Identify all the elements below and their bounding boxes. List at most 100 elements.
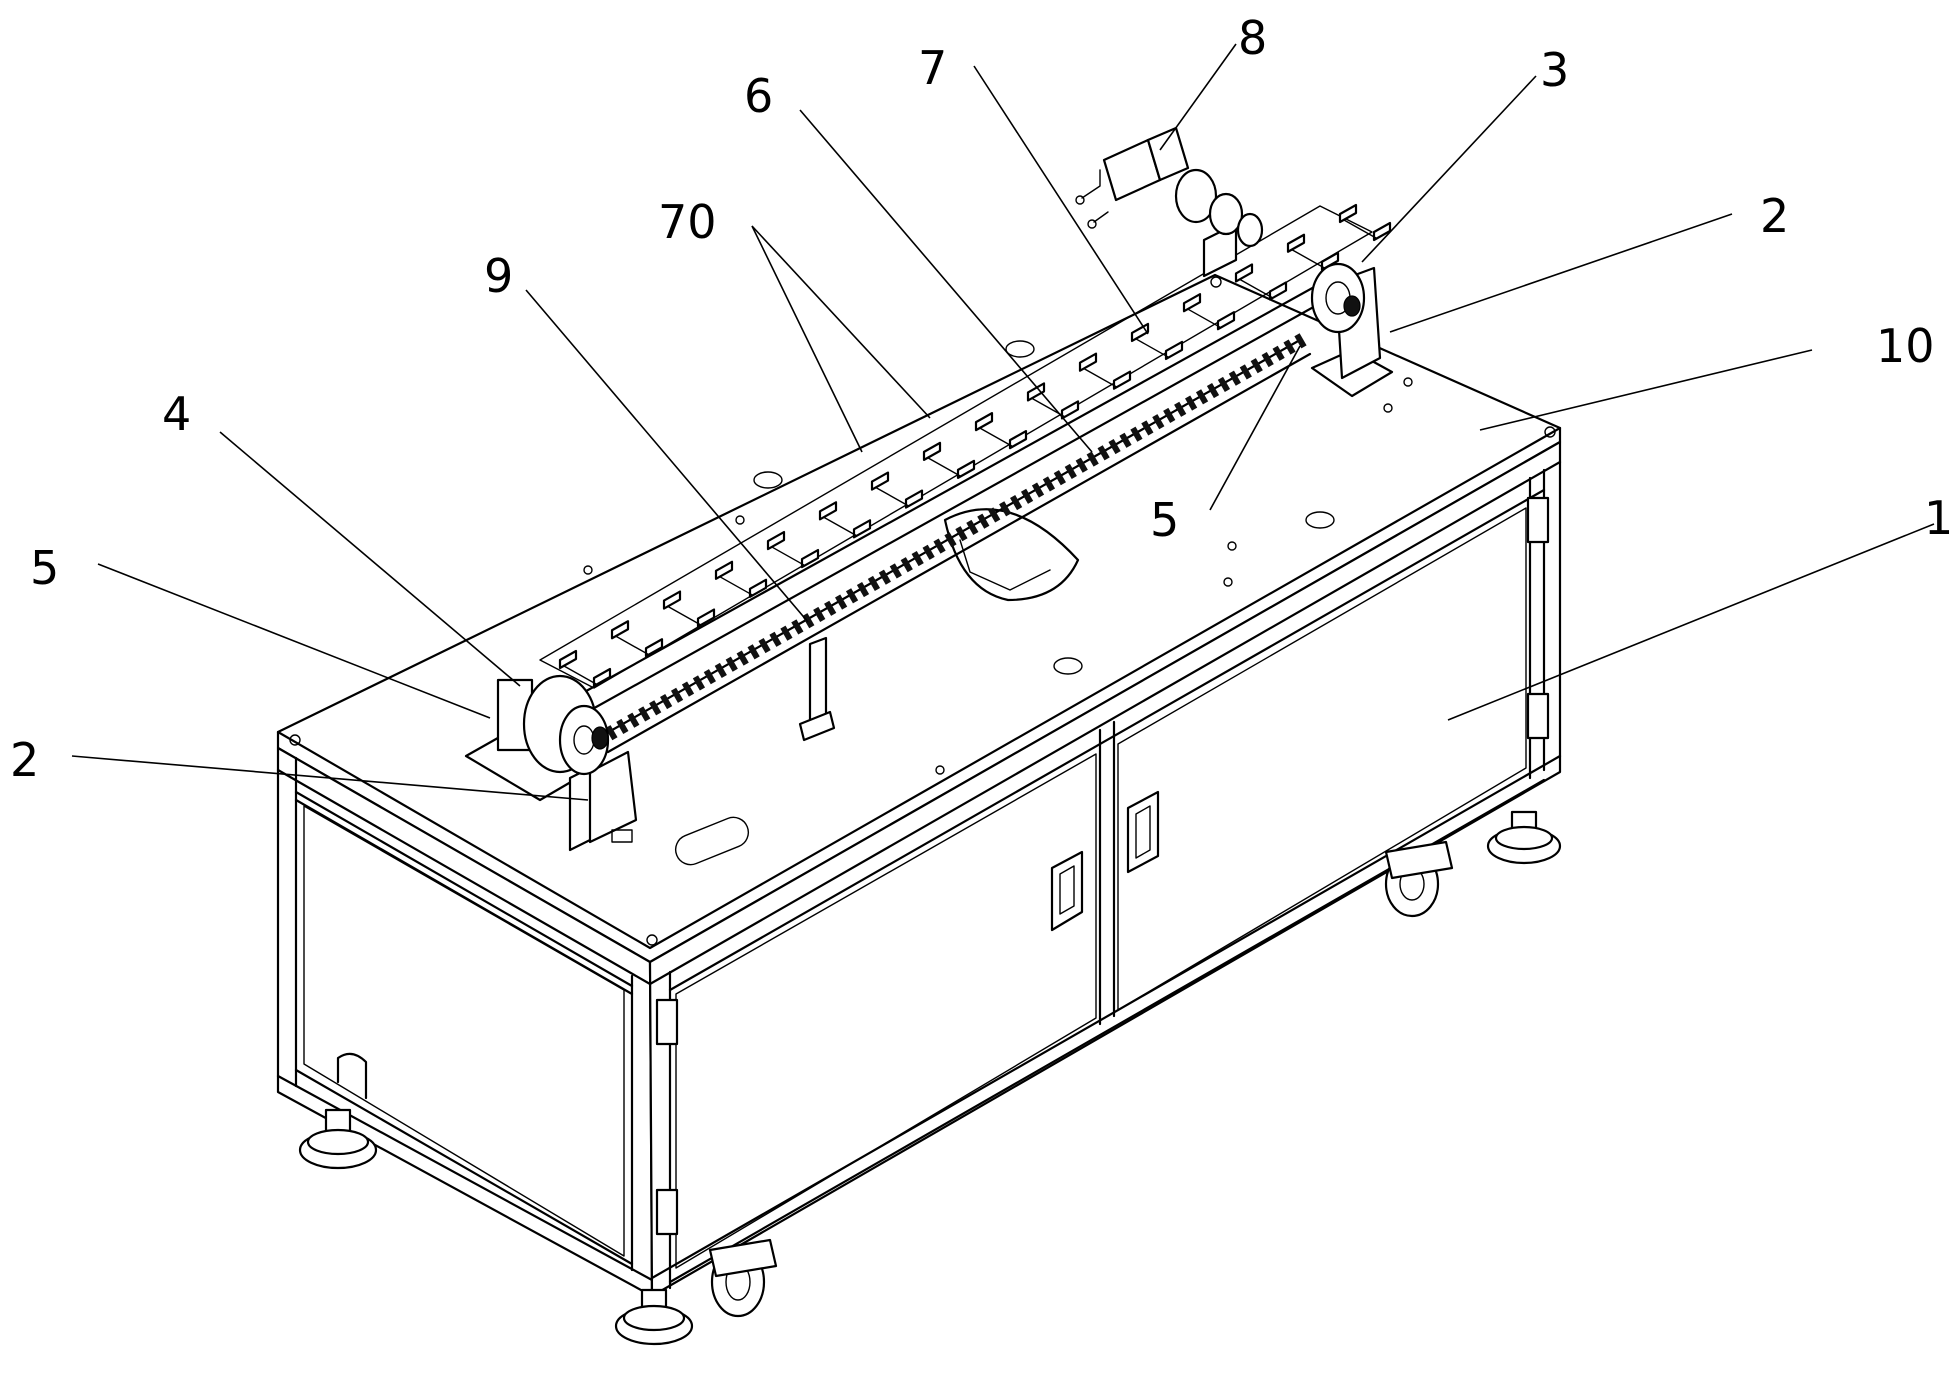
carrier-lugs: [558, 203, 1392, 688]
chain-tooth: [1261, 351, 1274, 368]
callout-2-left: 2: [10, 733, 39, 787]
chain-tooth: [1010, 494, 1023, 511]
chain-tooth: [999, 501, 1012, 517]
carrier-plates: [539, 205, 1373, 689]
chain-tooth: [670, 687, 684, 703]
conveyor: [539, 203, 1392, 754]
plate-divider: [1291, 249, 1325, 269]
hinge-icon: [655, 496, 1550, 1236]
chain-tooth: [1031, 482, 1045, 498]
chain-tooth: [1163, 407, 1176, 424]
cabinet-front-face: [648, 440, 1562, 1298]
chain-tooth: [1228, 370, 1241, 386]
feet-and-casters: [298, 810, 1562, 1346]
caster-wheel-icon: [708, 1238, 778, 1318]
chain-tooth: [692, 675, 706, 691]
plate-divider: [667, 605, 701, 626]
table-opening: [943, 508, 1080, 602]
chain-tooth: [605, 725, 618, 741]
callout-5-right: 5: [1150, 493, 1179, 547]
left-sprocket-assembly: [464, 674, 638, 852]
callout-3: 3: [1540, 43, 1569, 97]
plate-divider: [719, 576, 753, 596]
carrier-lug: [1026, 382, 1046, 402]
chain-tooth: [1195, 389, 1209, 405]
chain-tooth: [1119, 432, 1132, 448]
chain-tooth: [649, 700, 662, 716]
callout-8: 8: [1238, 11, 1267, 65]
callout-1: 1: [1924, 491, 1953, 545]
chain-tooth: [889, 563, 902, 579]
cabinet-frame: [276, 273, 1562, 1298]
chain-tooth: [627, 712, 640, 728]
carrier-lug: [558, 649, 578, 670]
carrier-lug: [1182, 293, 1202, 313]
drive-motor: [1075, 126, 1264, 248]
chain-tooth: [1174, 401, 1187, 417]
chain-tooth: [660, 693, 673, 710]
carrier-lug: [1078, 352, 1098, 372]
callout-2-right: 2: [1760, 189, 1789, 243]
chain-tooth: [1206, 383, 1220, 399]
chain-tooth: [867, 575, 881, 591]
sensor-bracket: [798, 636, 836, 742]
chain-tooth: [1075, 457, 1088, 473]
chain-tooth: [911, 550, 924, 567]
chain-tooth: [1053, 470, 1066, 486]
callout-9: 9: [484, 249, 513, 303]
callout-6: 6: [744, 69, 773, 123]
plate-divider: [1343, 219, 1377, 239]
chain-tooth: [780, 625, 793, 641]
chain-tooth: [1294, 333, 1307, 349]
callout-7: 7: [918, 41, 947, 95]
callout-5-left: 5: [30, 541, 59, 595]
carrier-lug: [974, 412, 994, 432]
plate-divider: [1135, 338, 1169, 358]
carrier-lug: [610, 620, 630, 640]
carrier-lug: [766, 530, 786, 551]
chain-tooth: [1042, 476, 1056, 492]
carrier-lug: [1338, 203, 1358, 224]
chain-tooth: [725, 656, 738, 672]
callout-4: 4: [162, 387, 191, 441]
chain-tooth: [1152, 414, 1165, 430]
chain-tooth: [922, 544, 935, 560]
plate-divider: [1083, 367, 1117, 388]
chain-tooth: [1272, 345, 1285, 361]
chain-tooth: [758, 638, 771, 654]
carrier-lug: [1286, 233, 1306, 253]
chain-tooth: [944, 532, 957, 548]
table-holes: [289, 276, 1556, 946]
chain-tooth: [791, 619, 804, 635]
right-sprocket-assembly: [1202, 222, 1394, 398]
chain-tooth: [977, 513, 990, 529]
chain-tooth: [1250, 358, 1263, 374]
chain-tooth: [1239, 364, 1252, 380]
leveling-foot-icon: [298, 1108, 378, 1170]
chain-tooth: [1185, 395, 1198, 411]
chain-tooth: [681, 681, 695, 697]
carrier-lug: [818, 501, 838, 521]
chain-tooth: [1108, 439, 1121, 455]
plate-divider: [927, 457, 961, 477]
leveling-foot-icon: [614, 1288, 694, 1346]
chain-tooth: [769, 631, 782, 647]
plate-divider: [823, 516, 857, 537]
chain-tooth: [824, 600, 837, 616]
leveling-foot-icon: [1486, 810, 1562, 865]
caster-wheel-icon: [1384, 840, 1454, 918]
table-slot: [674, 816, 750, 866]
chain-tooth: [966, 519, 979, 535]
chain-tooth: [835, 594, 848, 610]
chain-tooth: [955, 526, 968, 542]
chain-tooth: [802, 613, 815, 629]
plate-divider: [615, 635, 649, 655]
chain-tooth: [813, 606, 826, 623]
chain-tooth: [1283, 339, 1296, 355]
chain-tooth: [1097, 445, 1110, 461]
chain-tooth: [933, 538, 946, 554]
chain-tooth: [1141, 420, 1154, 436]
carrier-lug: [1234, 263, 1254, 283]
chain-tooth: [878, 569, 891, 585]
